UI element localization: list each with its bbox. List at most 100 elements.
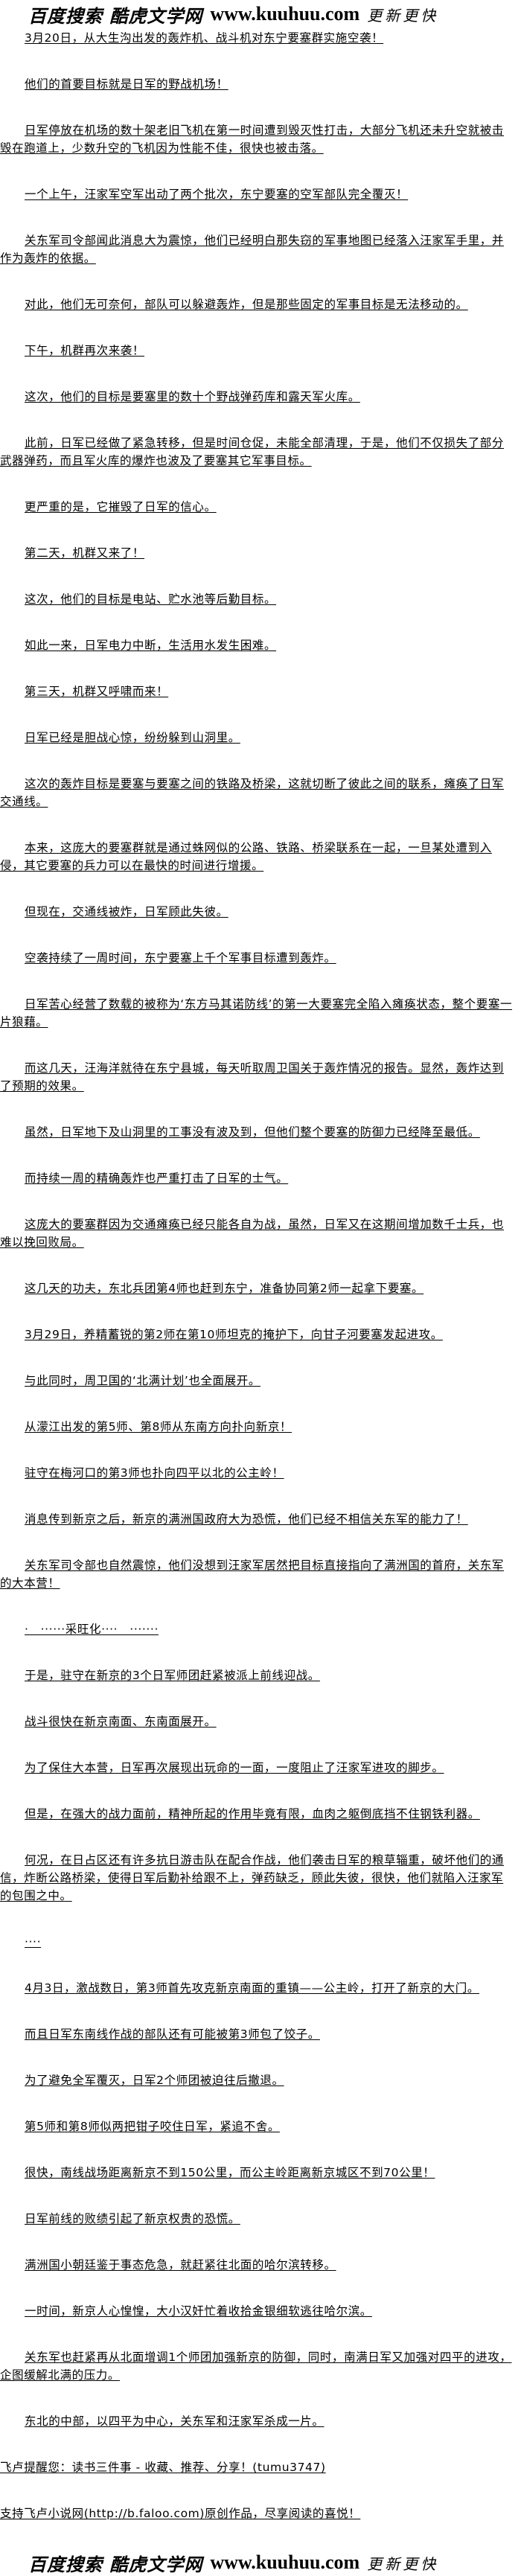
paragraph: 关东军也赶紧再从北面增调1个师团加强新京的防御，同时，南满日军又加强对四平的进攻… xyxy=(0,2348,514,2384)
paragraph: 为了保住大本营，日军再次展现出玩命的一面，一度阻止了汪家军进攻的脚步。 xyxy=(0,1759,514,1777)
paragraph-text: 此前，日军已经做了紧急转移，但是时间仓促，未能全部清理，于是，他们不仅损失了部分… xyxy=(0,436,505,467)
paragraph-text: 本来，这庞大的要塞群就是通过蛛网似的公路、铁路、桥梁联系在一起，一旦某处遭到入侵… xyxy=(0,841,492,872)
paragraph: 这次的轰炸目标是要塞与要塞之间的铁路及桥梁，这就切断了彼此之间的联系，瘫痪了日军… xyxy=(0,775,514,811)
paragraph-text: 关东军司令部也自然震惊，他们没想到汪家军居然把目标直接指向了满洲国的首府，关东军… xyxy=(0,1559,505,1590)
paragraph-text: 4月3日，激战数日，第3师首先攻克新京南面的重镇——公主岭，打开了新京的大门。 xyxy=(25,1981,479,1995)
paragraph: 第三天，机群又呼啸而来！ xyxy=(0,683,514,700)
paragraph-text: 日军已经是胆战心惊，纷纷躲到山洞里。 xyxy=(25,731,240,744)
paragraph: 何况，在日占区还有许多抗日游击队在配合作战，他们袭击日军的粮草辎重，破坏他们的通… xyxy=(0,1851,514,1905)
footer-support: 支持飞卢小说网(http://b.faloo.com)原创作品，尽享阅读的喜悦！ xyxy=(0,2505,514,2522)
paragraph-text: 东北的中部，以四平为中心，关东军和汪家军杀成一片。 xyxy=(25,2414,325,2428)
footer-reminder-text: 飞卢提醒您：读书三件事 - 收藏、推荐、分享！(tumu3747) xyxy=(0,2461,326,2474)
paragraph: 战斗很快在新京南面、东南面展开。 xyxy=(0,1713,514,1730)
paragraph-text: 这次，他们的目标是要塞里的数十个野战弹药库和露天军火库。 xyxy=(25,390,360,403)
paragraph-text: 关东军也赶紧再从北面增调1个师团加强新京的防御，同时，南满日军又加强对四平的进攻… xyxy=(0,2350,512,2382)
paragraph: 与此同时，周卫国的‘北满计划’也全面展开。 xyxy=(0,1372,514,1390)
paragraph: 满洲国小朝廷鉴于事态危急，就赶紧往北面的哈尔滨转移。 xyxy=(0,2256,514,2274)
paragraph-text: 这次，他们的目标是电站、贮水池等后勤目标。 xyxy=(25,592,277,606)
paragraph: 日军前线的败绩引起了新京权贵的恐慌。 xyxy=(0,2210,514,2228)
paragraph-text: · ······采旺化···· ······· xyxy=(25,1623,159,1636)
paragraph: 第5师和第8师似两把钳子咬住日军，紧追不舍。 xyxy=(0,2118,514,2135)
paragraph: 此前，日军已经做了紧急转移，但是时间仓促，未能全部清理，于是，他们不仅损失了部分… xyxy=(0,434,514,470)
paragraph: 如此一来，日军电力中断，生活用水发生困难。 xyxy=(0,636,514,654)
paragraph: 对此，他们无可奈何，部队可以躲避轰炸，但是那些固定的军事目标是无法移动的。 xyxy=(0,295,514,313)
paragraph: 而且日军东南线作战的部队还有可能被第3师包了饺子。 xyxy=(0,2025,514,2043)
paragraph-text: 这几天的功夫，东北兵团第4师也赶到东宁，准备协同第2师一起拿下要塞。 xyxy=(25,1282,424,1295)
paragraph: 但是，在强大的战力面前，精神所起的作用毕竟有限，血肉之躯倒底挡不住钢铁利器。 xyxy=(0,1805,514,1823)
paragraph: ···· xyxy=(0,1933,514,1951)
paragraph-text: 与此同时，周卫国的‘北满计划’也全面展开。 xyxy=(25,1374,260,1387)
chapter-content: 3月20日，从大生沟出发的轰炸机、战斗机对东宁要塞群实施空袭！ 他们的首要目标就是… xyxy=(0,29,514,2551)
paragraph-text: 为了保住大本营，日军再次展现出玩命的一面，一度阻止了汪家军进攻的脚步。 xyxy=(25,1761,444,1774)
paragraph: 本来，这庞大的要塞群就是通过蛛网似的公路、铁路、桥梁联系在一起，一旦某处遭到入侵… xyxy=(0,839,514,875)
paragraph: 关东军司令部也自然震惊，他们没想到汪家军居然把目标直接指向了满洲国的首府，关东军… xyxy=(0,1556,514,1592)
paragraph: 关东军司令部闻此消息大为震惊，他们已经明白那失窃的军事地图已经落入汪家军手里，并… xyxy=(0,231,514,267)
paragraph-text: 第三天，机群又呼啸而来！ xyxy=(25,685,169,698)
paragraph: 东北的中部，以四平为中心，关东军和汪家军杀成一片。 xyxy=(0,2412,514,2430)
logo-tagline: 更新更快 xyxy=(367,6,439,25)
logo-chinese-text: 百度搜索 酷虎文学网 xyxy=(28,2553,203,2575)
paragraph: 从濛江出发的第5师、第8师从东南方向扑向新京！ xyxy=(0,1418,514,1436)
site-logo-footer: 百度搜索 酷虎文学网 www.kuuhuu.com 更新更快 xyxy=(28,2551,467,2575)
paragraph: 为了避免全军覆灭，日军2个师团被迫往后撤退。 xyxy=(0,2071,514,2089)
logo-url[interactable]: www.kuuhuu.com xyxy=(210,3,360,25)
paragraph: 一个上午，汪家军空军出动了两个批次，东宁要塞的空军部队完全覆灭！ xyxy=(0,185,514,203)
paragraph: 很快，南线战场距离新京不到150公里，而公主岭距离新京城区不到70公里！ xyxy=(0,2164,514,2182)
paragraph-text: 但现在，交通线被炸，日军顾此失彼。 xyxy=(25,905,228,918)
paragraph-text: 下午，机群再次来袭！ xyxy=(25,344,145,357)
paragraph: 日军停放在机场的数十架老旧飞机在第一时间遭到毁灭性打击，大部分飞机还未升空就被击… xyxy=(0,121,514,157)
footer-reminder: 飞卢提醒您：读书三件事 - 收藏、推荐、分享！(tumu3747) xyxy=(0,2458,514,2476)
paragraph-text: 为了避免全军覆灭，日军2个师团被迫往后撤退。 xyxy=(25,2074,284,2087)
paragraph-text: 他们的首要目标就是日军的野战机场！ xyxy=(25,77,228,91)
paragraph: 这次，他们的目标是要塞里的数十个野战弹药库和露天军火库。 xyxy=(0,388,514,406)
paragraph-text: 消息传到新京之后，新京的满洲国政府大为恐慌，他们已经不相信关东军的能力了！ xyxy=(25,1512,468,1526)
paragraph-text: 空袭持续了一周时间，东宁要塞上千个军事目标遭到轰炸。 xyxy=(25,951,336,965)
paragraph: 虽然，日军地下及山洞里的工事没有波及到，但他们整个要塞的防御力已经降至最低。 xyxy=(0,1123,514,1141)
paragraph: · ······采旺化···· ······· xyxy=(0,1620,514,1638)
paragraph: 他们的首要目标就是日军的野战机场！ xyxy=(0,75,514,93)
logo-chinese-text: 百度搜索 酷虎文学网 xyxy=(28,4,203,27)
footer-support-link[interactable]: 支持飞卢小说网(http://b.faloo.com)原创作品，尽享阅读的喜悦！ xyxy=(0,2507,361,2520)
paragraph: 于是，驻守在新京的3个日军师团赶紧被派上前线迎战。 xyxy=(0,1666,514,1684)
paragraph-text: 更严重的是，它摧毁了日军的信心。 xyxy=(25,500,217,514)
paragraph-text: 满洲国小朝廷鉴于事态危急，就赶紧往北面的哈尔滨转移。 xyxy=(25,2258,336,2272)
paragraph-text: 战斗很快在新京南面、东南面展开。 xyxy=(25,1715,217,1728)
paragraph-text: 而这几天，汪海洋就待在东宁县城，每天听取周卫国关于轰炸情况的报告。显然，轰炸达到… xyxy=(0,1061,505,1093)
paragraph-text: 驻守在梅河口的第3师也扑向四平以北的公主岭！ xyxy=(25,1466,284,1480)
paragraph: 消息传到新京之后，新京的满洲国政府大为恐慌，他们已经不相信关东军的能力了！ xyxy=(0,1510,514,1528)
paragraph: 日军已经是胆战心惊，纷纷躲到山洞里。 xyxy=(0,729,514,747)
site-logo-header: 百度搜索 酷虎文学网 www.kuuhuu.com 更新更快 xyxy=(28,3,467,27)
paragraph: 3月20日，从大生沟出发的轰炸机、战斗机对东宁要塞群实施空袭！ xyxy=(0,29,514,47)
paragraph: 空袭持续了一周时间，东宁要塞上千个军事目标遭到轰炸。 xyxy=(0,949,514,967)
paragraph: 第二天，机群又来了！ xyxy=(0,544,514,562)
paragraph: 4月3日，激战数日，第3师首先攻克新京南面的重镇——公主岭，打开了新京的大门。 xyxy=(0,1979,514,1997)
paragraph-text: 日军前线的败绩引起了新京权贵的恐慌。 xyxy=(25,2212,240,2225)
paragraph-text: 日军苦心经营了数载的被称为‘东方马其诺防线’的第一大要塞完全陷入瘫痪状态，整个要… xyxy=(0,997,513,1029)
logo-tagline: 更新更快 xyxy=(367,2554,439,2573)
paragraph-text: 日军停放在机场的数十架老旧飞机在第一时间遭到毁灭性打击，大部分飞机还未升空就被击… xyxy=(0,124,505,155)
logo-url[interactable]: www.kuuhuu.com xyxy=(210,2551,360,2573)
paragraph-text: 第5师和第8师似两把钳子咬住日军，紧追不舍。 xyxy=(25,2120,280,2133)
paragraph-text: 关东军司令部闻此消息大为震惊，他们已经明白那失窃的军事地图已经落入汪家军手里，并… xyxy=(0,234,505,265)
paragraph: 日军苦心经营了数载的被称为‘东方马其诺防线’的第一大要塞完全陷入瘫痪状态，整个要… xyxy=(0,995,514,1031)
paragraph-text: 3月29日，养精蓄锐的第2师在第10师坦克的掩护下，向甘子河要塞发起进攻。 xyxy=(25,1328,443,1341)
paragraph-text: 这次的轰炸目标是要塞与要塞之间的铁路及桥梁，这就切断了彼此之间的联系，瘫痪了日军… xyxy=(0,777,505,808)
paragraph-text: 一时间，新京人心惶惶，大小汉奸忙着收拾金银细软逃往哈尔滨。 xyxy=(25,2304,372,2318)
paragraph: 这次，他们的目标是电站、贮水池等后勤目标。 xyxy=(0,590,514,608)
paragraph-text: 何况，在日占区还有许多抗日游击队在配合作战，他们袭击日军的粮草辎重，破坏他们的通… xyxy=(0,1853,505,1902)
paragraph: 驻守在梅河口的第3师也扑向四平以北的公主岭！ xyxy=(0,1464,514,1482)
paragraph-text: 一个上午，汪家军空军出动了两个批次，东宁要塞的空军部队完全覆灭！ xyxy=(25,188,409,201)
paragraph-text: 而持续一周的精确轰炸也严重打击了日军的士气。 xyxy=(25,1172,289,1185)
paragraph-text: 这庞大的要塞群因为交通瘫痪已经只能各自为战，虽然，日军又在这期间增加数千士兵，也… xyxy=(0,1218,505,1249)
paragraph: 更严重的是，它摧毁了日军的信心。 xyxy=(0,498,514,516)
paragraph-text: 从濛江出发的第5师、第8师从东南方向扑向新京！ xyxy=(25,1420,293,1434)
paragraph-text: 虽然，日军地下及山洞里的工事没有波及到，但他们整个要塞的防御力已经降至最低。 xyxy=(25,1125,480,1139)
paragraph-text: 第二天，机群又来了！ xyxy=(25,546,145,560)
paragraph: 而这几天，汪海洋就待在东宁县城，每天听取周卫国关于轰炸情况的报告。显然，轰炸达到… xyxy=(0,1059,514,1095)
paragraph-text: 于是，驻守在新京的3个日军师团赶紧被派上前线迎战。 xyxy=(25,1669,320,1682)
paragraph-text: 很快，南线战场距离新京不到150公里，而公主岭距离新京城区不到70公里！ xyxy=(25,2166,435,2179)
paragraph: 而持续一周的精确轰炸也严重打击了日军的士气。 xyxy=(0,1169,514,1187)
paragraph: 下午，机群再次来袭！ xyxy=(0,342,514,359)
paragraph-text: 但是，在强大的战力面前，精神所起的作用毕竟有限，血肉之躯倒底挡不住钢铁利器。 xyxy=(25,1807,480,1821)
paragraph: 但现在，交通线被炸，日军顾此失彼。 xyxy=(0,903,514,921)
